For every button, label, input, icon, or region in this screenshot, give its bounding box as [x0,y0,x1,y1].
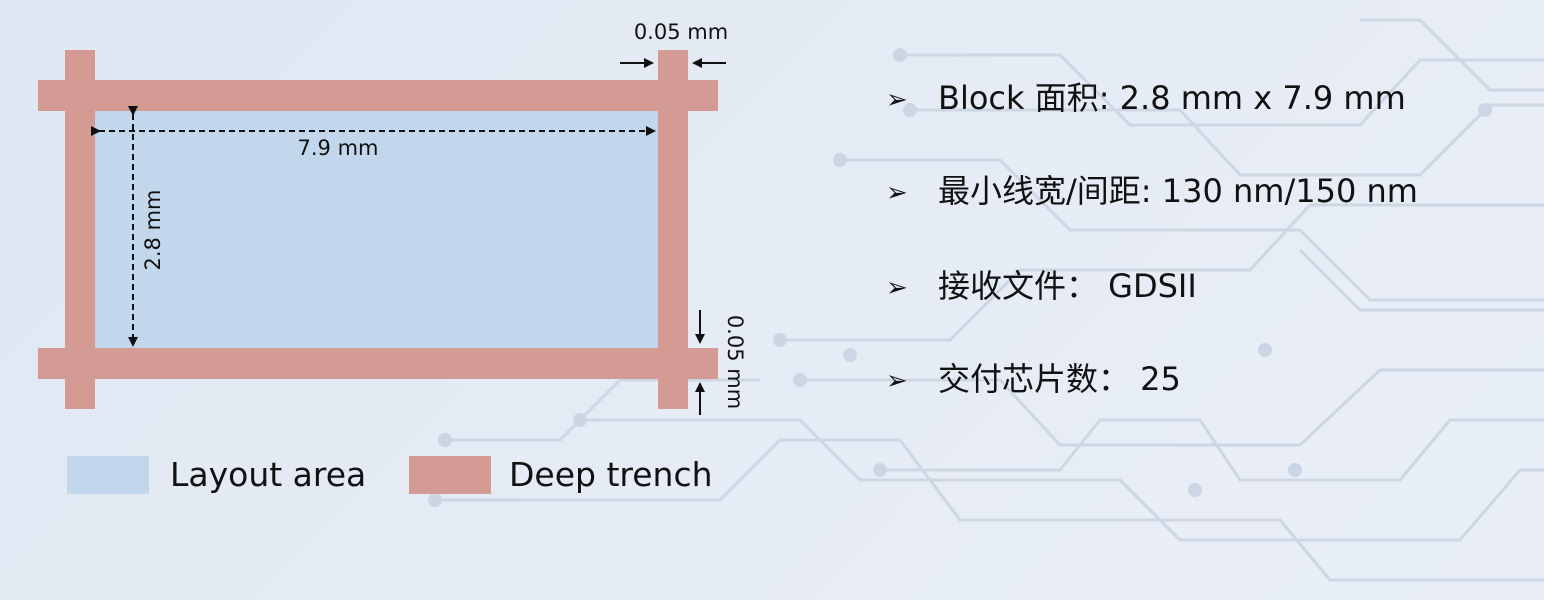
circuit-nodes [428,48,1492,507]
trench-top-dimension: 0.05 mm [620,20,728,68]
bullet-item-block-area: ➢ Block 面积: 2.8 mm x 7.9 mm [886,79,1406,117]
trench-top-label: 0.05 mm [634,20,728,44]
bullet-arrow-icon: ➢ [886,273,908,303]
bullet-text-block-area: Block 面积: 2.8 mm x 7.9 mm [938,79,1406,117]
width-label: 7.9 mm [298,136,379,160]
trench-side-label: 0.05 mm [723,315,747,409]
legend-swatch-layout-area [67,456,149,494]
bullet-item-accepted-file: ➢ 接收文件： GDSII [886,267,1197,305]
circuit-background [435,18,1544,582]
bullet-arrow-icon: ➢ [886,85,908,115]
layout-area-region [95,111,658,348]
legend-label-deep-trench: Deep trench [509,455,713,494]
trench-bottom-bar [38,348,718,379]
bullet-text-chip-count: 交付芯片数： 25 [938,360,1181,398]
legend: Layout area Deep trench [67,455,713,494]
trench-right-bar [658,50,688,409]
legend-swatch-deep-trench [409,456,491,494]
deep-trench-frame [38,50,718,409]
height-dimension: 2.8 mm [128,106,165,347]
trench-side-dimension: 0.05 mm [695,310,747,415]
bullet-text-min-line-width: 最小线宽/间距: 130 nm/150 nm [938,172,1418,210]
trench-top-bar [38,80,718,111]
trench-left-bar [65,50,95,409]
spec-bullet-list: ➢ Block 面积: 2.8 mm x 7.9 mm ➢ 最小线宽/间距: 1… [886,79,1418,398]
width-dimension: 7.9 mm [91,126,656,160]
bullet-text-accepted-file: 接收文件： GDSII [938,267,1197,305]
height-label: 2.8 mm [141,190,165,271]
bullet-item-min-line-width: ➢ 最小线宽/间距: 130 nm/150 nm [886,172,1418,210]
bullet-arrow-icon: ➢ [886,366,908,396]
bullet-arrow-icon: ➢ [886,178,908,208]
bullet-item-chip-count: ➢ 交付芯片数： 25 [886,360,1181,398]
legend-label-layout-area: Layout area [170,455,366,494]
